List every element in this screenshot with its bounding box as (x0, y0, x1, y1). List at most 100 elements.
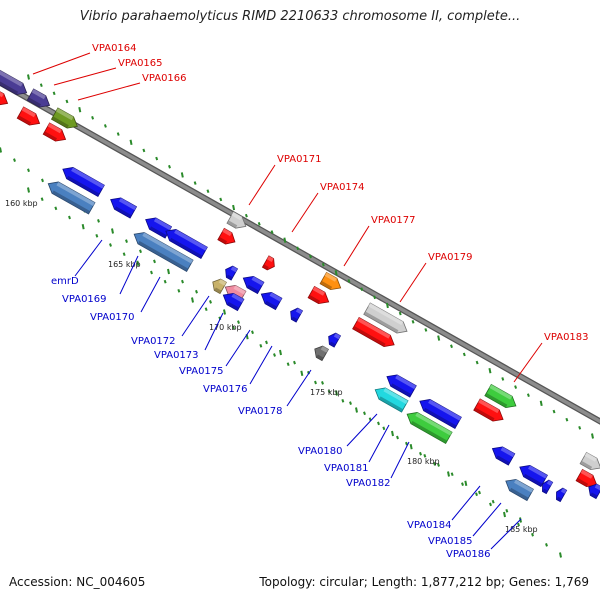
callout-line-reverse (74, 239, 103, 277)
outer-tick (591, 433, 594, 439)
gene-edge-1 (579, 451, 600, 471)
inner-tick (111, 228, 114, 234)
scale-label: 170 kbp (209, 323, 242, 332)
callout-line-reverse (204, 312, 224, 351)
outer-tick (539, 400, 543, 407)
gene-vpa0172-strand (261, 255, 275, 271)
inner-tick-2 (177, 289, 181, 293)
inner-tick-2 (54, 206, 58, 211)
inner-tick (405, 441, 408, 446)
gene-vpa0164 (0, 68, 28, 95)
inner-tick (377, 421, 380, 426)
inner-tick-2 (163, 279, 167, 284)
inner-tick (181, 279, 184, 284)
inner-tick-2 (95, 234, 99, 238)
gene-vpa0165 (26, 88, 51, 108)
callout-line-reverse (390, 441, 410, 479)
inner-tick (0, 147, 2, 153)
outer-tick (450, 344, 453, 349)
outer-tick (475, 360, 479, 365)
outer-tick (462, 352, 466, 357)
callout-line-reverse (346, 413, 378, 447)
outer-tick (232, 204, 236, 211)
outer-tick (142, 148, 146, 153)
scale-label: 185 kbp (505, 525, 538, 534)
outer-tick (193, 181, 197, 185)
gene-vpa0174-strand (307, 285, 330, 305)
gene-vpa0182 (406, 412, 453, 445)
gene-label-reverse: VPA0173 (154, 350, 199, 361)
gene-vpa0177-strand (352, 316, 395, 347)
inner-tick-2 (355, 407, 358, 413)
gene-label-reverse: VPA0178 (238, 406, 283, 417)
callout-line-forward (77, 82, 141, 101)
outer-tick (244, 213, 248, 218)
outer-tick (116, 132, 120, 136)
outer-tick (360, 287, 364, 291)
callout-line-forward (248, 164, 276, 206)
inner-tick (125, 239, 128, 243)
inner-tick-2 (396, 435, 399, 440)
gene-label-forward: VPA0177 (371, 215, 416, 226)
gene-label-reverse: VPA0182 (346, 478, 391, 489)
callout-line-reverse (490, 518, 522, 550)
callout-line-reverse (249, 345, 273, 385)
gene-vpa0171 (226, 211, 247, 229)
outer-tick (270, 230, 274, 234)
callout-line-reverse (181, 295, 210, 337)
inner-tick (447, 471, 450, 477)
gene-vpa0183 (484, 383, 517, 409)
callout-line-reverse (286, 369, 312, 407)
inner-tick (517, 522, 520, 527)
inner-tick (349, 401, 352, 405)
inner-tick-2 (81, 223, 85, 230)
gene-vpa0185b (505, 478, 534, 502)
callout-line-forward (291, 192, 319, 233)
outer-tick (385, 302, 389, 309)
inner-tick (167, 268, 170, 275)
inner-tick (545, 543, 548, 547)
inner-tick-2 (204, 307, 208, 311)
outer-tick (321, 262, 325, 267)
inner-tick (419, 451, 422, 456)
gene-vpa0172 (225, 265, 239, 281)
outer-tick (219, 197, 223, 202)
outer-tick (283, 237, 287, 243)
outer-tick (565, 417, 569, 422)
inner-tick (475, 492, 478, 497)
inner-tick-2 (300, 370, 304, 377)
inner-tick-2 (136, 260, 140, 267)
outer-tick (437, 335, 441, 341)
gene-vpa0180 (386, 374, 417, 398)
gene-vpa0169 (110, 197, 138, 219)
gene-label-reverse: VPA0170 (90, 312, 135, 323)
inner-tick-2 (450, 472, 454, 476)
inner-tick-2 (122, 252, 126, 256)
inner-tick-2 (286, 362, 290, 366)
gene-label-forward: VPA0166 (142, 73, 187, 84)
gene-vpa0185 (519, 464, 548, 488)
inner-tick (97, 219, 100, 223)
outer-tick (424, 328, 428, 332)
outer-tick (411, 319, 415, 324)
gene-label-reverse: VPA0175 (179, 366, 224, 377)
gene-vpa0173 (212, 278, 227, 295)
outer-tick (155, 156, 159, 161)
gene-vpa0178 (328, 332, 342, 348)
backbone-highlight (0, 80, 600, 424)
inner-tick-2 (327, 389, 331, 394)
scale-label: 180 kbp (407, 457, 440, 466)
gene-vpa0181 (419, 399, 462, 430)
outer-tick (129, 139, 133, 145)
outer-tick (552, 409, 556, 414)
gene-label-reverse: VPA0180 (298, 446, 343, 457)
outer-tick (373, 295, 377, 300)
outer-tick (180, 172, 184, 178)
inner-tick-2 (273, 353, 276, 357)
gene-label-reverse: VPA0185 (428, 536, 473, 547)
inner-tick-2 (191, 297, 194, 303)
gene-vpa0167 (62, 167, 105, 198)
inner-tick-2 (68, 215, 71, 220)
inner-tick (139, 249, 142, 254)
